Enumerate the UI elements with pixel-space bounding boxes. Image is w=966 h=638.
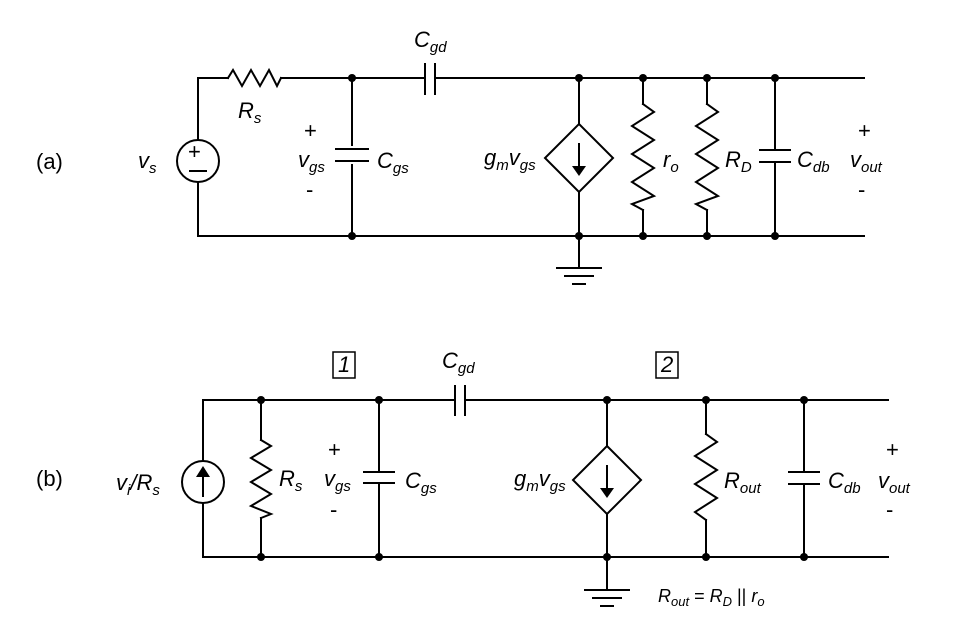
- label-vi-rs: vi/Rs: [116, 470, 160, 499]
- resistor-icon: [629, 102, 657, 212]
- ground-icon: [584, 589, 630, 607]
- current-source-icon: [181, 460, 225, 504]
- capacitor-icon: [759, 149, 791, 163]
- label-rd: RD: [725, 147, 752, 176]
- dependent-current-source-icon: [571, 444, 643, 516]
- label-cdb: Cdb: [797, 147, 830, 176]
- label-vgs: vgs: [298, 147, 325, 176]
- vout-minus: -: [858, 177, 865, 202]
- label-a: (a): [36, 149, 63, 174]
- dependent-current-source-icon: [543, 122, 615, 194]
- capacitor-icon: [454, 385, 466, 416]
- label-rs: Rs: [238, 98, 262, 127]
- vout-minus-b: -: [886, 497, 893, 522]
- node-label-1: 1: [332, 351, 356, 379]
- circuit-b: (b) 1 2 vi/Rs Rs + vgs - Cgs: [36, 348, 911, 609]
- label-cdb-b: Cdb: [828, 468, 861, 497]
- resistor-icon: [693, 432, 719, 522]
- label-vout: vout: [850, 147, 883, 176]
- vgs-minus-b: -: [330, 497, 337, 522]
- circuit-a: (a) Rs + vs + vgs - Cgs Cgd gmvgs: [36, 27, 883, 285]
- label-b: (b): [36, 466, 63, 491]
- label-rs-b: Rs: [279, 466, 303, 495]
- resistor-icon: [248, 438, 274, 520]
- vgs-plus-b: +: [328, 437, 341, 462]
- capacitor-icon: [335, 148, 369, 162]
- junction-dots: [348, 74, 779, 240]
- label-ro: ro: [663, 147, 679, 176]
- capacitor-icon: [788, 471, 820, 485]
- capacitor-icon: [363, 471, 395, 484]
- capacitor-icon: [424, 63, 436, 95]
- node-2-text: 2: [660, 352, 673, 377]
- vgs-minus: -: [306, 177, 313, 202]
- node-1-text: 1: [338, 352, 350, 377]
- label-cgd-b: Cgd: [442, 348, 475, 377]
- resistor-icon: [226, 67, 283, 89]
- vout-plus: +: [858, 118, 871, 143]
- label-vs: vs: [138, 148, 157, 177]
- label-cgs-b: Cgs: [405, 468, 437, 497]
- label-vgs-b: vgs: [324, 466, 351, 495]
- arrow-down-icon: [572, 166, 586, 176]
- rout-equation: Rout = RD || ro: [658, 586, 765, 609]
- source-plus-sign: +: [188, 139, 201, 164]
- junction-dots: [257, 396, 808, 561]
- label-cgd: Cgd: [414, 27, 447, 56]
- ground-icon: [556, 267, 602, 285]
- vgs-plus: +: [304, 118, 317, 143]
- label-vout-b: vout: [878, 468, 911, 497]
- node-label-2: 2: [655, 351, 679, 379]
- resistor-icon: [693, 102, 721, 212]
- arrow-up-icon: [196, 466, 210, 477]
- arrow-down-icon: [600, 488, 614, 498]
- voltage-source-icon: [176, 139, 220, 183]
- label-rout: Rout: [724, 468, 762, 497]
- label-gm-vgs-b: gmvgs: [514, 466, 566, 495]
- wire-b: [202, 399, 889, 591]
- label-cgs: Cgs: [377, 148, 409, 177]
- label-gm-vgs: gmvgs: [484, 145, 536, 174]
- vout-plus-b: +: [886, 437, 899, 462]
